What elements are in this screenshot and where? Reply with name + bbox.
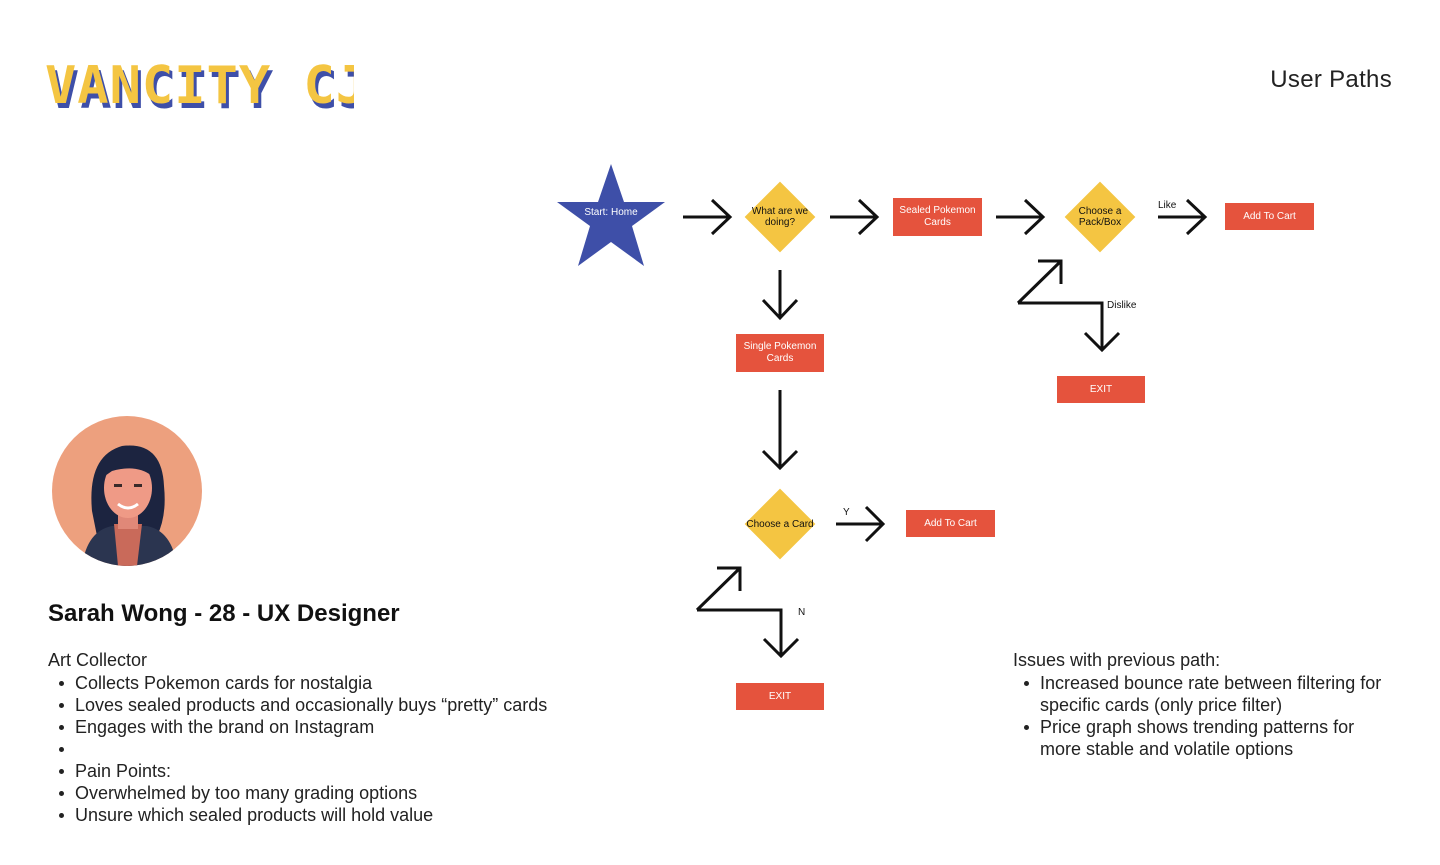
decision-choose-pack[interactable]: Choose a Pack/Box bbox=[1062, 179, 1138, 255]
issues-list: Increased bounce rate between filtering … bbox=[1024, 672, 1400, 760]
arrow-card-to-cart bbox=[836, 505, 886, 543]
list-item: Unsure which sealed products will hold v… bbox=[58, 804, 547, 826]
arrow-no-loop bbox=[695, 566, 800, 659]
persona-role: Art Collector bbox=[48, 650, 148, 670]
single-cards-node[interactable]: Single Pokemon Cards bbox=[736, 334, 824, 372]
arrow-start-to-decision bbox=[683, 198, 733, 236]
decision-label: What are we doing? bbox=[751, 206, 809, 228]
list-item: Increased bounce rate between filtering … bbox=[1024, 672, 1400, 716]
arrow-sealed-to-pack bbox=[996, 198, 1046, 236]
list-item: Overwhelmed by too many grading options bbox=[58, 782, 547, 804]
decision-choose-card[interactable]: Choose a Card bbox=[742, 486, 818, 562]
no-label: N bbox=[798, 607, 806, 618]
issues-heading: Issues with previous path: bbox=[1013, 650, 1221, 670]
persona-avatar bbox=[52, 416, 202, 566]
dislike-label: Dislike bbox=[1107, 300, 1137, 311]
like-label: Like bbox=[1158, 200, 1177, 211]
start-star-icon[interactable] bbox=[555, 162, 667, 270]
yes-label: Y bbox=[843, 507, 850, 518]
vancity-cj-logo: VANCITY CJ VANCITY CJ bbox=[45, 58, 354, 114]
arrow-single-to-card bbox=[761, 390, 799, 471]
svg-text:VANCITY CJ: VANCITY CJ bbox=[48, 61, 354, 114]
arrow-pack-to-cart bbox=[1158, 198, 1208, 236]
exit-top-node[interactable]: EXIT bbox=[1057, 376, 1145, 403]
persona-details-list: Collects Pokemon cards for nostalgia Lov… bbox=[58, 672, 548, 826]
persona-name: Sarah Wong - 28 - UX Designer bbox=[48, 600, 400, 627]
add-to-cart-top-node[interactable]: Add To Cart bbox=[1225, 203, 1314, 230]
arrow-decision-to-sealed bbox=[830, 198, 880, 236]
page-title: User Paths bbox=[1270, 66, 1392, 93]
decision-label: Choose a Pack/Box bbox=[1078, 206, 1122, 228]
start-node-label: Start: Home bbox=[584, 207, 638, 218]
list-item: Loves sealed products and occasionally b… bbox=[58, 695, 548, 715]
list-item: Pain Points: bbox=[58, 760, 547, 782]
list-item: Collects Pokemon cards for nostalgia bbox=[58, 672, 547, 694]
list-item: Price graph shows trending patterns for … bbox=[1024, 716, 1400, 760]
list-item: Engages with the brand on Instagram bbox=[58, 716, 547, 738]
arrow-decision-to-single bbox=[761, 270, 799, 321]
decision-label: Choose a Card bbox=[746, 518, 814, 530]
add-to-cart-bottom-node[interactable]: Add To Cart bbox=[906, 510, 995, 537]
exit-bottom-node[interactable]: EXIT bbox=[736, 683, 824, 710]
svg-text:VANCITY CJ: VANCITY CJ bbox=[45, 58, 354, 114]
list-item bbox=[58, 738, 547, 760]
sealed-cards-node[interactable]: Sealed Pokemon Cards bbox=[893, 198, 982, 236]
decision-what-are-we-doing[interactable]: What are we doing? bbox=[742, 179, 818, 255]
arrow-dislike-loop bbox=[1016, 259, 1121, 353]
